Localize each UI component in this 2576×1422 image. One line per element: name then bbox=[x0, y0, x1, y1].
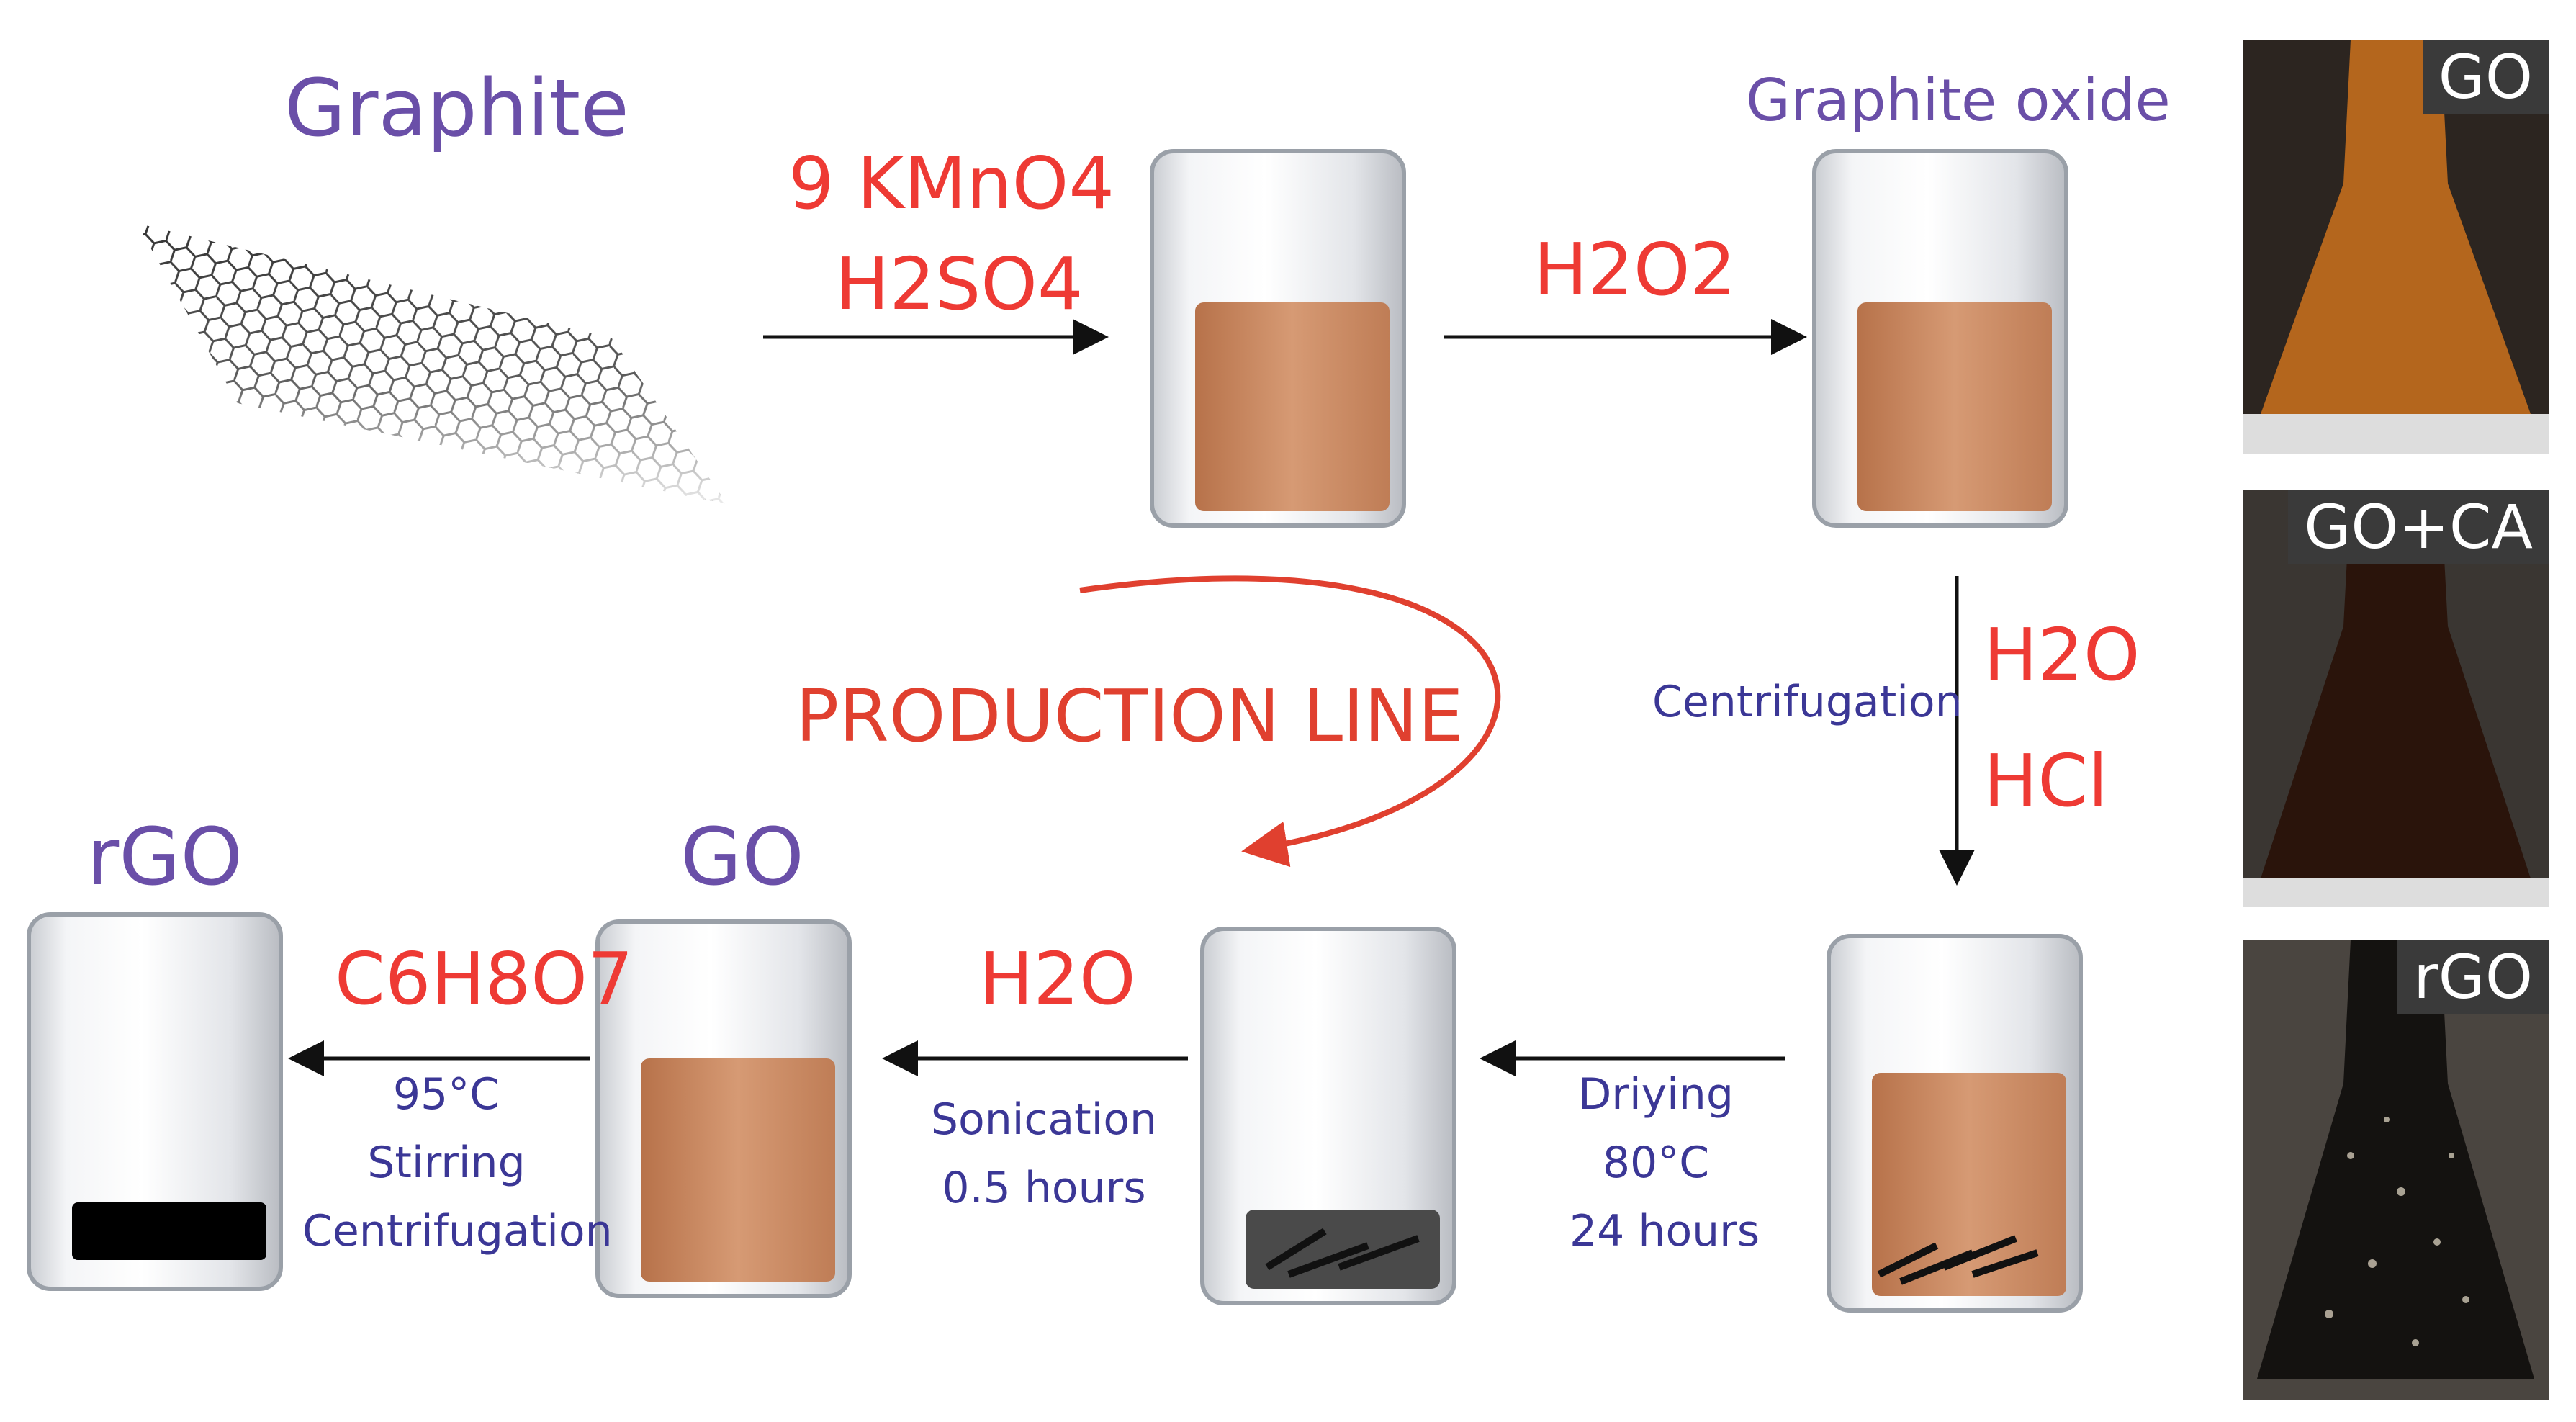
reduction-note-3: Centrifugation bbox=[302, 1206, 613, 1256]
photo-tag-go-ca: GO+CA bbox=[2288, 490, 2549, 564]
reagent-h2o-sonication: H2O bbox=[979, 937, 1136, 1021]
reagent-h2so4: H2SO4 bbox=[835, 242, 1084, 326]
reagent-h2o-wash: H2O bbox=[1983, 613, 2140, 697]
beaker-rgo bbox=[27, 912, 283, 1291]
flask-go-ca-icon bbox=[2261, 490, 2531, 878]
photo-tag-go: GO bbox=[2422, 40, 2549, 114]
drying-note-1: Driying bbox=[1578, 1069, 1734, 1120]
reagent-h2o2: H2O2 bbox=[1534, 228, 1737, 312]
flask-rgo-icon bbox=[2257, 940, 2534, 1379]
photo-tag-rgo: rGO bbox=[2397, 940, 2549, 1014]
graphene-sheet-icon bbox=[137, 223, 727, 504]
centrifugation-note: Centrifugation bbox=[1652, 677, 1963, 727]
beaker-oxidation bbox=[1150, 149, 1406, 528]
production-line-label: PRODUCTION LINE bbox=[796, 674, 1464, 758]
beaker-dried bbox=[1200, 927, 1456, 1305]
beaker-graphite-oxide bbox=[1812, 149, 2068, 528]
graphite-oxide-title: Graphite oxide bbox=[1746, 67, 2171, 134]
reduction-note-2: Stirring bbox=[367, 1138, 526, 1188]
photo-go-ca: GO+CA bbox=[2243, 490, 2549, 907]
go-title: GO bbox=[680, 811, 804, 903]
reagent-citric-acid: C6H8O7 bbox=[335, 937, 634, 1021]
reduction-note-1: 95°C bbox=[392, 1069, 500, 1120]
rgo-title: rGO bbox=[86, 811, 243, 903]
production-line-arrow bbox=[1079, 575, 1501, 868]
beaker-washing bbox=[1827, 934, 2083, 1313]
photo-rgo: rGO bbox=[2243, 940, 2549, 1400]
reagent-hcl: HCl bbox=[1983, 739, 2108, 823]
drying-note-3: 24 hours bbox=[1570, 1206, 1760, 1256]
drying-note-2: 80°C bbox=[1602, 1138, 1710, 1188]
graphite-title: Graphite bbox=[284, 62, 629, 154]
photo-go: GO bbox=[2243, 40, 2549, 454]
sonication-note-2: 0.5 hours bbox=[942, 1163, 1146, 1213]
beaker-go bbox=[595, 919, 852, 1298]
flask-go-icon bbox=[2261, 40, 2531, 414]
reagent-kmno4: 9 KMnO4 bbox=[788, 141, 1114, 225]
sonication-note-1: Sonication bbox=[930, 1094, 1158, 1145]
